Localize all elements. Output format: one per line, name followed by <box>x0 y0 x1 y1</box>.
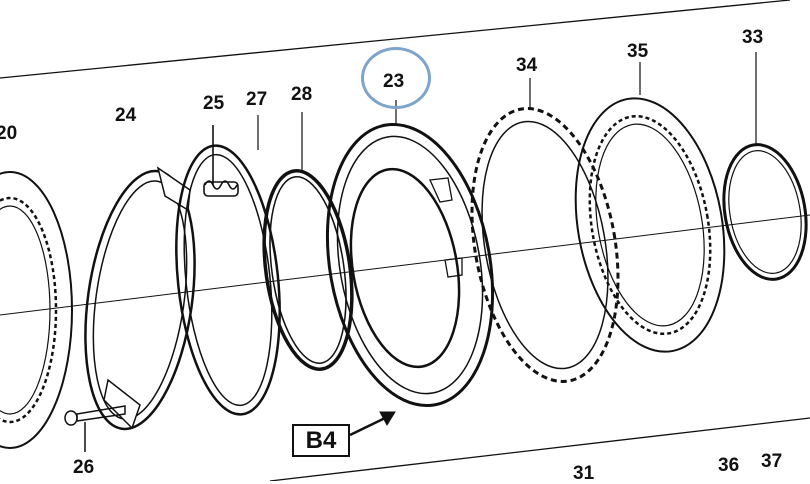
frame-top-line <box>0 0 791 79</box>
part-33-snap-ring <box>722 52 808 281</box>
part-23-piston-ring <box>325 100 495 408</box>
part-23-highlight-circle <box>361 47 431 109</box>
label-part-26: 26 <box>73 457 95 478</box>
label-part-31: 31 <box>573 463 595 484</box>
label-part-20: 20 <box>0 123 18 144</box>
frame-bottom-line <box>269 417 810 481</box>
center-axis-line <box>0 214 810 316</box>
part-26-bolt <box>64 405 126 452</box>
part-28-o-ring <box>262 112 354 371</box>
label-part-25: 25 <box>203 93 225 114</box>
label-part-27: 27 <box>246 89 268 110</box>
label-part-28: 28 <box>291 84 313 105</box>
label-part-37: 37 <box>761 451 783 472</box>
part-35-friction-disc <box>574 62 726 353</box>
part-25-spring <box>203 125 239 197</box>
part-24-synchro-ring <box>84 166 196 431</box>
label-part-36: 36 <box>718 455 740 476</box>
label-part-23: 23 <box>383 71 405 92</box>
b4-callout-arrow <box>349 411 396 437</box>
part-34-clutch-disc <box>470 78 620 383</box>
label-part-24: 24 <box>115 105 137 126</box>
label-part-34: 34 <box>516 55 538 76</box>
part-20-gear-disc <box>0 171 73 449</box>
part-27-ring <box>175 115 281 416</box>
label-part-35: 35 <box>627 41 649 62</box>
b4-callout-box: B4 <box>292 424 350 457</box>
label-part-33: 33 <box>742 27 764 48</box>
